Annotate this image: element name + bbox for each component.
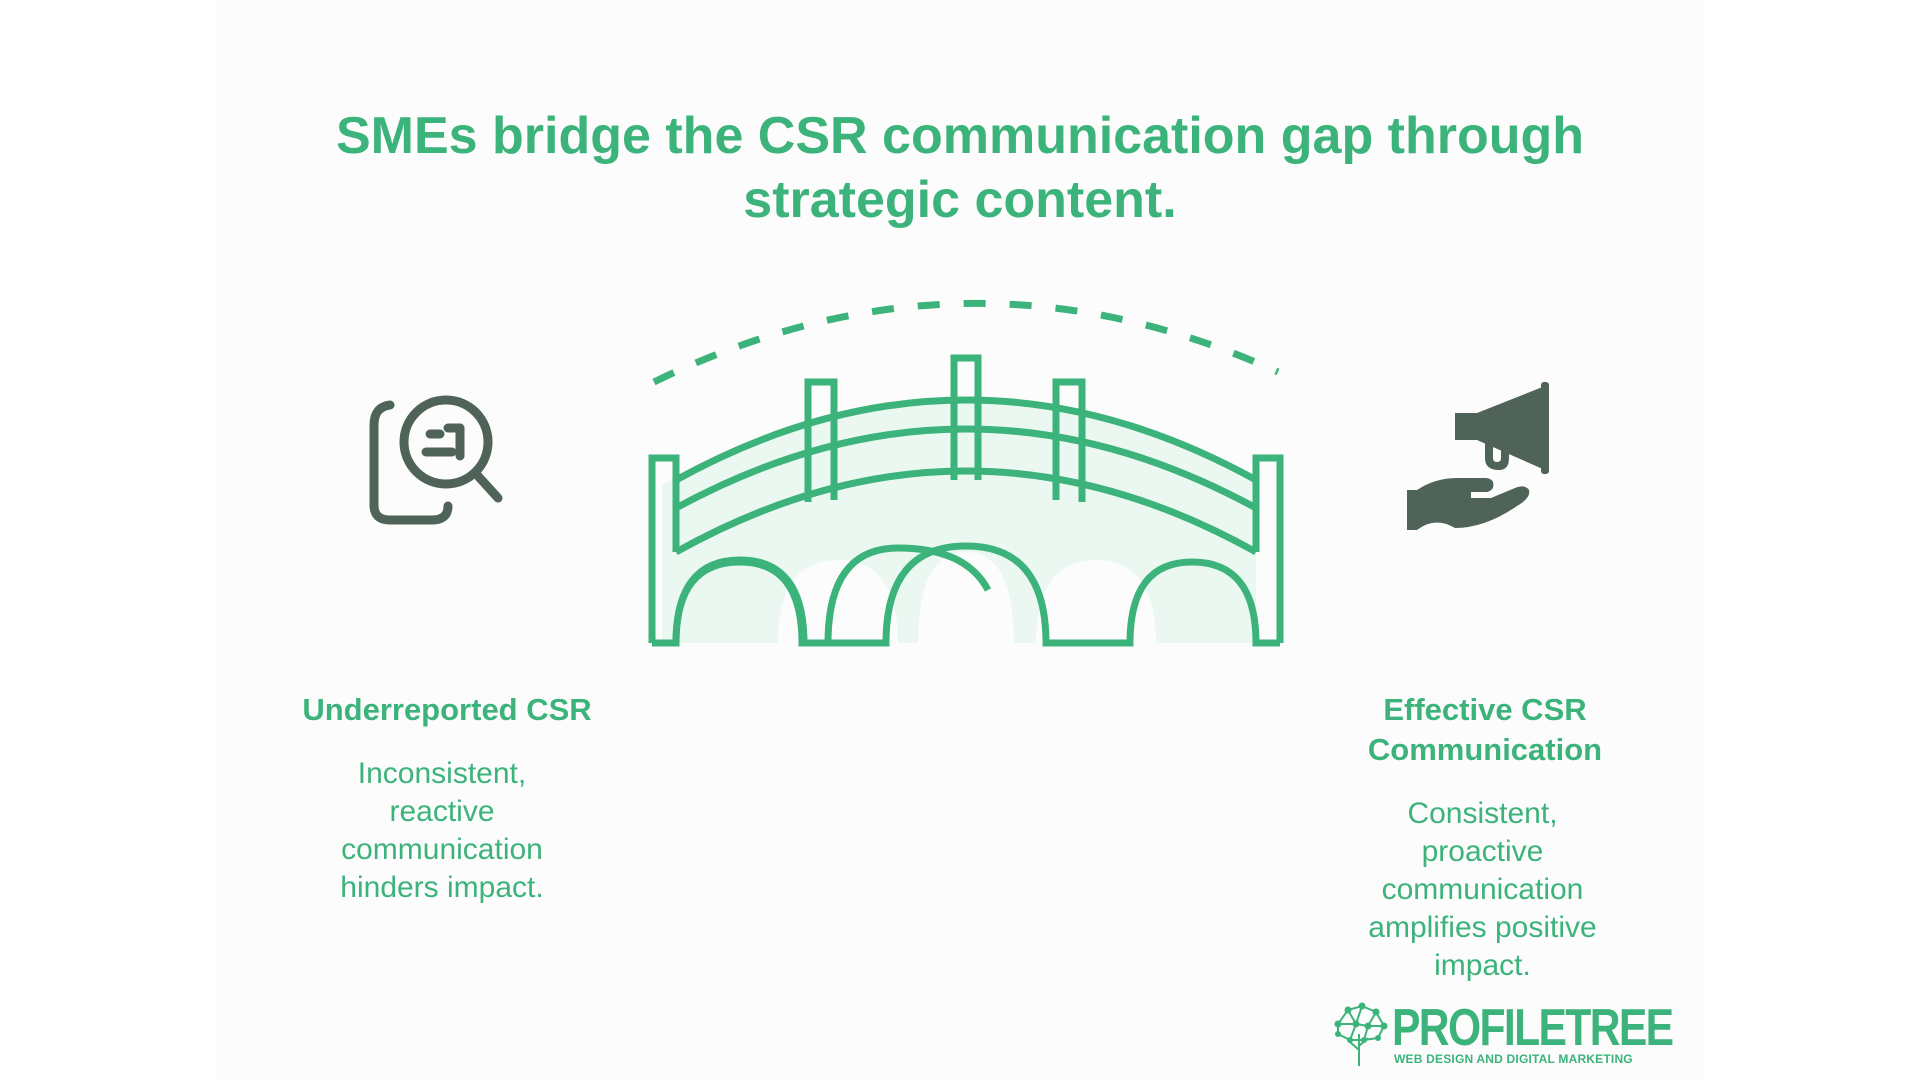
logo-wordmark: PROFILETREE <box>1392 999 1674 1057</box>
tree-logo-icon <box>1328 1000 1390 1068</box>
document-search-icon <box>360 380 530 540</box>
effective-csr-description: Consistent, proactive communication ampl… <box>1368 797 1597 982</box>
profiletree-logo: PROFILETREE WEB DESIGN AND DIGITAL MARKE… <box>1328 1000 1674 1070</box>
underreported-csr-title: Underreported CSR <box>302 692 592 727</box>
effective-csr-title: Effective CSR Communication <box>1367 692 1603 767</box>
page-title: SMEs bridge the CSR communication gap th… <box>335 107 1585 229</box>
hand-megaphone-icon <box>1405 378 1565 538</box>
logo-tagline: WEB DESIGN AND DIGITAL MARKETING <box>1394 1052 1633 1066</box>
bridge-icon <box>636 290 1296 650</box>
underreported-csr-description: Inconsistent, reactive communication hin… <box>340 757 544 904</box>
